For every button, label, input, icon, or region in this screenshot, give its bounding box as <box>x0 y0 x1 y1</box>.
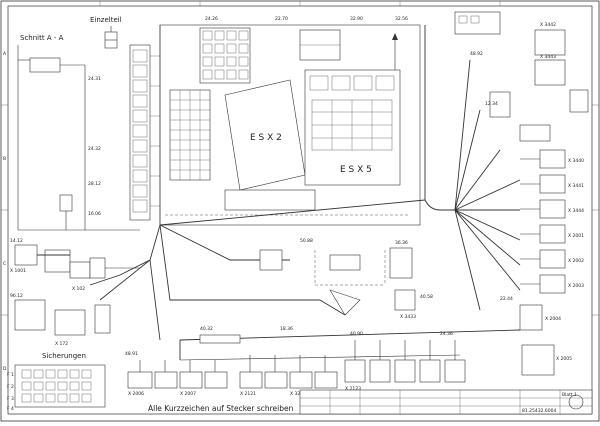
connector-x2005: X 2005 <box>556 356 572 362</box>
fuse-row-f2: F 2 <box>7 384 14 390</box>
connector-x2003: X 2003 <box>568 283 584 289</box>
right-connectors <box>454 11 589 376</box>
sheet-number: Blatt 1 <box>562 392 577 398</box>
connector-x2121: X 2121 <box>240 391 256 397</box>
ref-top-4: 32.56 <box>395 16 408 22</box>
bottom-note: Alle Kurzzeichen auf Stecker schreiben <box>148 404 294 413</box>
fuse-box <box>14 364 106 408</box>
frame-ticks <box>1 1 599 316</box>
ref-right-2: 12.34 <box>485 101 498 107</box>
esx5-label: E S X 5 <box>340 165 372 175</box>
connector-x2006: X 2006 <box>128 391 144 397</box>
sicherungen-label: Sicherungen <box>42 352 86 360</box>
ref-right-1: 48.92 <box>470 51 483 57</box>
ref-bottom-1: 48.91 <box>125 351 138 357</box>
connector-x1001: X 1001 <box>10 268 26 274</box>
ref-label-1: 24.31 <box>88 76 101 82</box>
connector-x3442: X 3442 <box>540 22 556 28</box>
connector-x2123: X 2123 <box>345 386 361 392</box>
title-block <box>299 389 593 415</box>
connector-x2002: X 2002 <box>568 258 584 264</box>
einzelteil-part <box>104 26 118 49</box>
side-zone-labels: A B C D <box>3 51 7 372</box>
ref-bottom-5: 18.36 <box>280 326 293 332</box>
connector-x3220: X 3220 <box>290 391 306 397</box>
zone-label-c: C <box>3 261 6 267</box>
connector-x3444: X 3444 <box>568 208 584 214</box>
zone-label-a: A <box>3 51 7 57</box>
ref-top-3: 32.90 <box>350 16 363 22</box>
drawing-number: 81.25432.6004 <box>522 408 556 414</box>
connector-x3440: X 3440 <box>568 158 584 164</box>
ref-mid-3: 40.58 <box>420 294 433 300</box>
ref-left-1: 14.12 <box>10 238 23 244</box>
left-lower-connectors <box>14 224 161 341</box>
zone-label-b: B <box>3 156 6 162</box>
ref-bottom-2: 40.90 <box>350 331 363 337</box>
fuse-row-f4: F 4 <box>7 406 14 412</box>
connector-x172: X 172 <box>55 341 68 347</box>
middle-lower-harness <box>159 224 521 360</box>
right-harness <box>159 25 521 311</box>
ref-bottom-3: 24.36 <box>440 331 453 337</box>
connector-x2001: X 2001 <box>568 233 584 239</box>
ref-mid-2: 36.36 <box>395 240 408 246</box>
fuse-row-f3: F 3 <box>7 396 14 402</box>
ref-left-2: 96.12 <box>10 293 23 299</box>
connector-x102: X 102 <box>72 286 85 292</box>
connector-x3441: X 3441 <box>568 183 584 189</box>
connector-x3433: X 3433 <box>400 314 416 320</box>
ref-label-2: 24.32 <box>88 146 101 152</box>
relay-column <box>129 44 160 221</box>
ref-label-3: 28.12 <box>88 181 101 187</box>
zone-label-d: D <box>3 366 7 372</box>
section-a-a-frame <box>17 45 140 231</box>
connector-x2007: X 2007 <box>180 391 196 397</box>
fuse-row-f1: F 1 <box>7 372 14 378</box>
connector-x3443: X 3443 <box>540 54 556 60</box>
esx2-label: E S X 2 <box>250 133 282 143</box>
ref-top-2: 22.70 <box>275 16 288 22</box>
ref-right-3: 22.44 <box>500 296 513 302</box>
section-label: Schnitt A - A <box>20 34 64 42</box>
ref-bottom-4: 40.32 <box>200 326 213 332</box>
central-module-block: E S X 2 E S X 5 <box>159 24 421 226</box>
ref-top-1: 24.26 <box>205 16 218 22</box>
ref-mid-1: 50.88 <box>300 238 313 244</box>
einzelteil-label: Einzelteil <box>90 16 122 24</box>
connector-x2004: X 2004 <box>545 316 561 322</box>
bottom-connector-row <box>127 340 466 389</box>
ref-label-4: 16.06 <box>88 211 101 217</box>
